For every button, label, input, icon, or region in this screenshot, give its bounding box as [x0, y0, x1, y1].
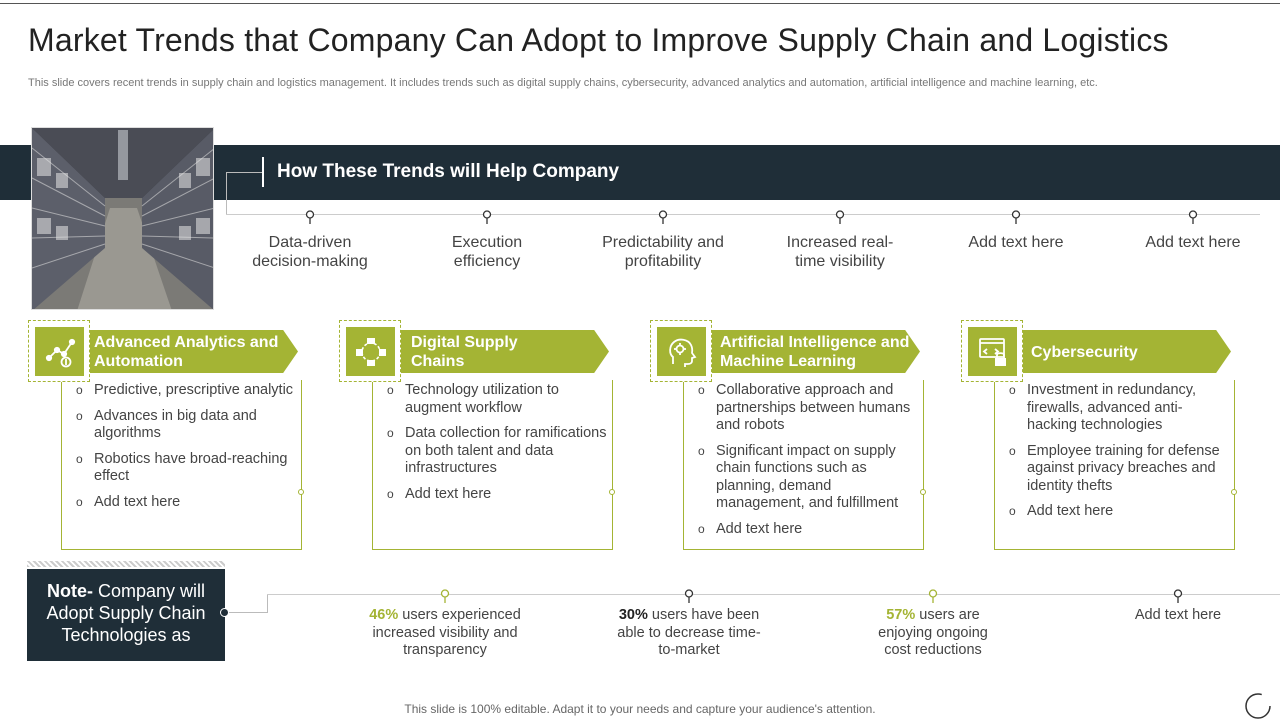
- stat-item: 57% users are enjoying ongoing cost redu…: [848, 589, 1018, 660]
- list-item: Add text here: [387, 486, 607, 504]
- supply-chain-icon: [356, 338, 386, 366]
- pin-icon: [1188, 210, 1198, 224]
- pin-icon: [835, 210, 845, 224]
- stat-item: Add text here: [1093, 589, 1263, 625]
- list-item: Data collection for ramifications on bot…: [387, 425, 607, 478]
- benefits-timeline: [226, 214, 1260, 215]
- connector-line: [229, 612, 267, 613]
- card-frame-dot: [609, 489, 615, 495]
- card-icon-frame: [339, 320, 401, 382]
- card-bullet-list: Technology utilization to augment workfl…: [387, 382, 607, 511]
- list-item: Add text here: [76, 494, 296, 512]
- pin-icon: [928, 589, 938, 603]
- benefit-item: Execution efficiency: [412, 210, 562, 271]
- list-item: Technology utilization to augment workfl…: [387, 382, 607, 417]
- stat-item: 46% users experienced increased visibili…: [360, 589, 530, 660]
- benefit-text: Add text here: [968, 234, 1064, 251]
- pin-icon: [1173, 589, 1183, 603]
- list-item: Add text here: [1009, 503, 1229, 521]
- stat-item: 30% users have been able to decrease tim…: [604, 589, 774, 660]
- card-frame-dot: [298, 489, 304, 495]
- stats-timeline: [267, 594, 1280, 595]
- list-item: Significant impact on supply chain funct…: [698, 443, 918, 513]
- stat-percentage: 57%: [886, 607, 916, 623]
- benefit-text: Predictability and profitability: [602, 234, 724, 270]
- card-bullet-list: Collaborative approach and partnerships …: [698, 382, 918, 546]
- benefit-text: Add text here: [1145, 234, 1241, 251]
- card-frame-dot: [1231, 489, 1237, 495]
- card-bullet-list: Investment in redundancy, firewalls, adv…: [1009, 382, 1229, 529]
- security-lock-icon: [979, 338, 1006, 366]
- trend-card: Digital Supply Chains Technology utiliza…: [339, 320, 615, 552]
- stat-text: 46% users experienced increased visibili…: [369, 607, 521, 658]
- brain-icon: [669, 338, 697, 367]
- benefit-text: Data-driven decision-making: [252, 234, 368, 270]
- benefit-item: Add text here: [941, 210, 1091, 252]
- benefit-text: Execution efficiency: [451, 234, 523, 270]
- note-text: Company will Adopt Supply Chain Technolo…: [46, 581, 206, 645]
- card-frame: [61, 380, 302, 550]
- pin-icon: [440, 589, 450, 603]
- card-title: Advanced Analytics and Automation: [94, 334, 279, 370]
- card-header-arrow: [397, 330, 609, 373]
- card-title: Cybersecurity: [1031, 344, 1138, 361]
- card-frame: [994, 380, 1235, 550]
- note-box: Note- Company will Adopt Supply Chain Te…: [27, 569, 225, 661]
- stat-text: Add text here: [1134, 607, 1222, 623]
- analytics-icon: [45, 338, 76, 368]
- connector-line: [267, 594, 268, 613]
- list-item: Collaborative approach and partnerships …: [698, 382, 918, 435]
- warehouse-photo: [31, 127, 214, 310]
- card-header-arrow: [1019, 330, 1231, 373]
- pin-icon: [684, 589, 694, 603]
- card-frame-dot: [920, 489, 926, 495]
- card-header-arrow: [86, 330, 298, 373]
- benefit-item: Data-driven decision-making: [235, 210, 385, 271]
- card-bullet-list: Predictive, prescriptive analytic Advanc…: [76, 382, 296, 519]
- card-icon-frame: [28, 320, 90, 382]
- list-item: Investment in redundancy, firewalls, adv…: [1009, 382, 1229, 435]
- banner-divider: [262, 157, 264, 187]
- list-item: Advances in big data and algorithms: [76, 408, 296, 443]
- card-icon-frame: [961, 320, 1023, 382]
- benefit-item: Increased real-time visibility: [765, 210, 915, 271]
- stat-percentage: 46%: [369, 607, 399, 623]
- benefit-item: Add text here: [1118, 210, 1268, 252]
- pin-icon: [482, 210, 492, 224]
- connector-line: [226, 172, 262, 173]
- card-icon-frame: [650, 320, 712, 382]
- list-item: Predictive, prescriptive analytic: [76, 382, 296, 400]
- connector-line: [226, 172, 227, 214]
- note-label: Note-: [46, 581, 93, 601]
- stat-percentage: 30%: [618, 607, 648, 623]
- list-item: Employee training for defense against pr…: [1009, 443, 1229, 496]
- pin-icon: [1011, 210, 1021, 224]
- trend-card: Artificial Intelligence and Machine Lear…: [650, 320, 926, 552]
- loading-circle-icon: [1245, 693, 1271, 719]
- trend-card: Cybersecurity Investment in redundancy, …: [961, 320, 1237, 552]
- page-title: Market Trends that Company Can Adopt to …: [28, 22, 1169, 58]
- list-item: Add text here: [698, 521, 918, 539]
- card-header-arrow: [708, 330, 920, 373]
- note-connector-dot: [220, 608, 229, 617]
- card-title: Digital Supply Chains: [411, 334, 518, 370]
- page-subtitle: This slide covers recent trends in suppl…: [28, 77, 1098, 89]
- card-frame: [372, 380, 613, 550]
- benefit-item: Predictability and profitability: [588, 210, 738, 271]
- top-rule: [0, 0, 1280, 4]
- stat-text: 30% users have been able to decrease tim…: [617, 607, 761, 658]
- banner-title: How These Trends will Help Company: [277, 161, 620, 182]
- footer-note: This slide is 100% editable. Adapt it to…: [404, 702, 876, 716]
- pin-icon: [305, 210, 315, 224]
- pin-icon: [658, 210, 668, 224]
- stat-text: 57% users are enjoying ongoing cost redu…: [878, 607, 988, 658]
- card-frame: [683, 380, 924, 550]
- note-decorative-strip: [27, 561, 225, 567]
- benefit-text: Increased real-time visibility: [786, 234, 894, 270]
- list-item: Robotics have broad-reaching effect: [76, 451, 296, 486]
- trend-card: Advanced Analytics and Automation Predic…: [28, 320, 304, 552]
- card-title: Artificial Intelligence and Machine Lear…: [720, 334, 910, 370]
